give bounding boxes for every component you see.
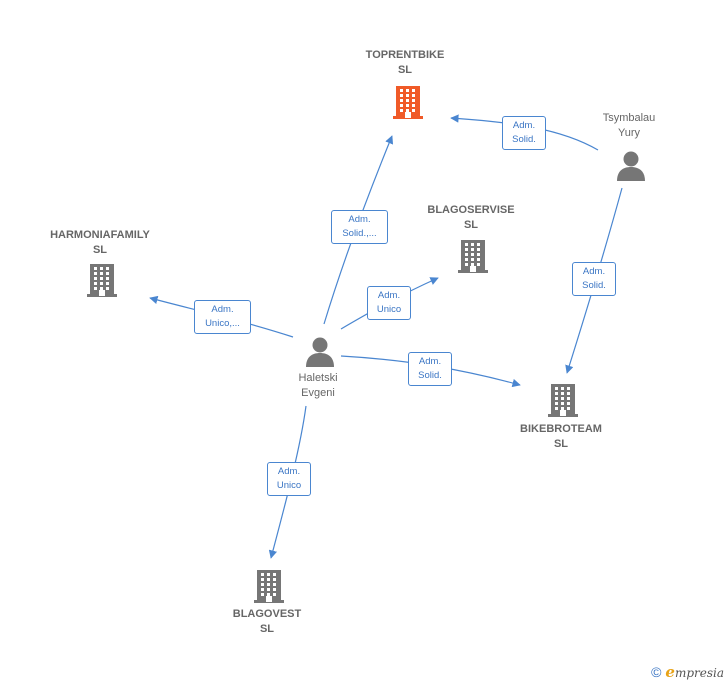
edge-label-tsymbalau-bikebroteam[interactable]: Adm.Solid. xyxy=(572,262,616,296)
edge-label-tsymbalau-toprentbike[interactable]: Adm.Solid. xyxy=(502,116,546,150)
edge-label-haletski-bikebroteam[interactable]: Adm.Solid. xyxy=(408,352,452,386)
edge-label-haletski-harmoniafamily[interactable]: Adm.Unico,... xyxy=(194,300,251,334)
building-icon xyxy=(458,240,488,273)
footer-brand: ©empresia xyxy=(651,663,724,681)
edge-label-haletski-blagovest[interactable]: Adm.Unico xyxy=(267,462,311,496)
edge-label-haletski-blagoservise[interactable]: Adm.Unico xyxy=(367,286,411,320)
edge-label-haletski-toprentbike[interactable]: Adm.Solid.,... xyxy=(331,210,388,244)
person-icon xyxy=(617,151,645,181)
building-icon xyxy=(393,86,423,119)
building-icon xyxy=(87,264,117,297)
building-icon xyxy=(548,384,578,417)
copyright-symbol: © xyxy=(651,664,662,680)
building-icon xyxy=(254,570,284,603)
person-icon xyxy=(306,337,334,367)
brand-logo: empresia xyxy=(665,663,724,681)
